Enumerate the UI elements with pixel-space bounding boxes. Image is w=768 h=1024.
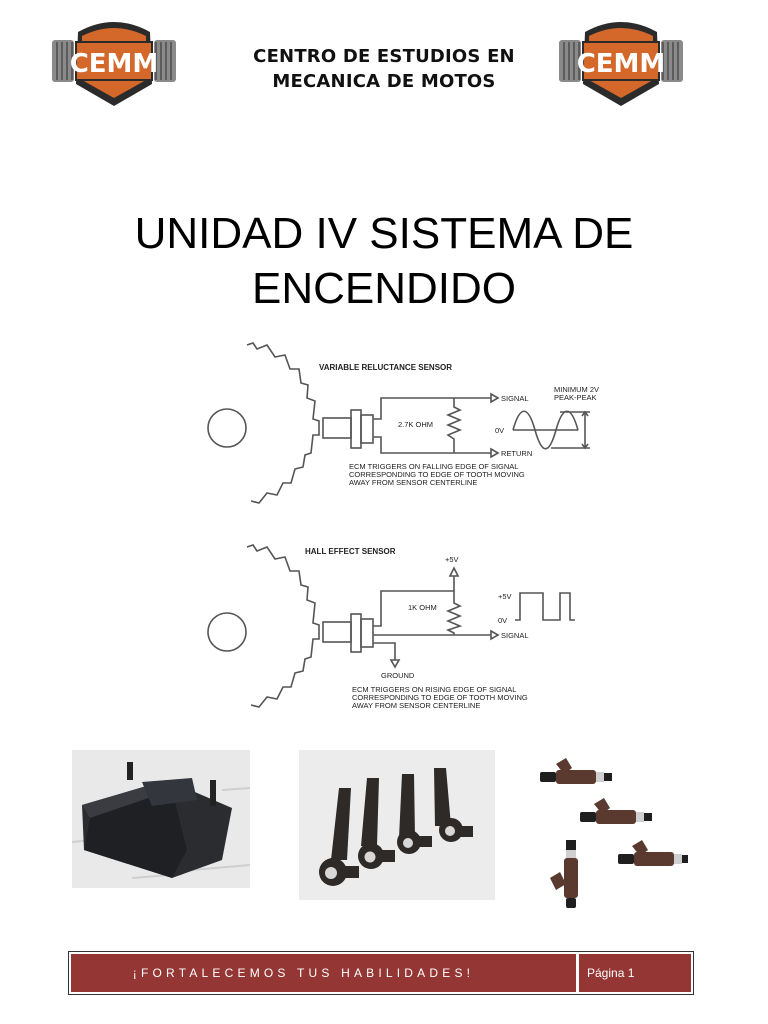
unit-title-line1: UNIDAD IV SISTEMA DE [134, 209, 634, 258]
svg-text:GROUND: GROUND [381, 671, 415, 680]
svg-text:HALL EFFECT SENSOR: HALL EFFECT SENSOR [305, 547, 396, 556]
svg-text:+5V: +5V [445, 555, 459, 564]
svg-text:ECM TRIGGERS ON FALLING EDGE O: ECM TRIGGERS ON FALLING EDGE OF SIGNAL [349, 462, 518, 471]
svg-text:2.7K OHM: 2.7K OHM [398, 420, 433, 429]
page-footer: ¡FORTALECEMOS TUS HABILIDADES! Página 1 [68, 951, 694, 995]
org-title-line1: CENTRO DE ESTUDIOS EN [253, 46, 515, 67]
svg-text:+5V: +5V [498, 592, 512, 601]
svg-text:CEMM: CEMM [577, 49, 666, 79]
svg-text:AWAY FROM SENSOR CENTERLINE: AWAY FROM SENSOR CENTERLINE [349, 478, 477, 487]
svg-text:RETURN: RETURN [501, 449, 532, 458]
injector-4 [550, 840, 578, 908]
cemm-logo-left: CEMM [52, 22, 176, 106]
svg-text:AWAY FROM SENSOR CENTERLINE: AWAY FROM SENSOR CENTERLINE [352, 701, 480, 710]
injector-2 [580, 798, 652, 824]
svg-text:ECM TRIGGERS ON RISING EDGE OF: ECM TRIGGERS ON RISING EDGE OF SIGNAL [352, 685, 516, 694]
svg-text:CORRESPONDING TO EDGE OF TOOTH: CORRESPONDING TO EDGE OF TOOTH MOVING [349, 470, 525, 479]
unit-title: UNIDAD IV SISTEMA DE ENCENDIDO [60, 206, 708, 316]
svg-text:PEAK-PEAK: PEAK-PEAK [554, 393, 597, 402]
engine-cylinder-icon [52, 40, 176, 82]
svg-text:SIGNAL: SIGNAL [501, 631, 529, 640]
svg-text:SIGNAL: SIGNAL [501, 394, 529, 403]
page-number: Página 1 [579, 954, 691, 992]
svg-text:CORRESPONDING TO EDGE OF TOOTH: CORRESPONDING TO EDGE OF TOOTH MOVING [352, 693, 528, 702]
svg-text:MINIMUM 2V: MINIMUM 2V [554, 385, 599, 394]
svg-text:0V: 0V [495, 426, 504, 435]
fuel-injectors-photo [530, 750, 690, 910]
engine-cylinder-icon [559, 40, 683, 82]
cemm-logo-right: CEMM [559, 22, 683, 106]
ecu-module-photo [72, 750, 250, 888]
unit-title-line2: ENCENDIDO [251, 264, 517, 313]
injector-1 [540, 758, 612, 784]
organization-title: CENTRO DE ESTUDIOS EN MECANICA DE MOTOS [200, 44, 568, 94]
ignition-coils-photo [299, 750, 495, 900]
svg-text:CEMM: CEMM [70, 49, 159, 79]
footer-motto: ¡FORTALECEMOS TUS HABILIDADES! [71, 954, 576, 992]
svg-text:VARIABLE RELUCTANCE SENSOR: VARIABLE RELUCTANCE SENSOR [319, 363, 452, 372]
org-title-line2: MECANICA DE MOTOS [272, 71, 496, 92]
sensor-diagram: VARIABLE RELUCTANCE SENSOR SIGNAL RETURN… [207, 342, 599, 710]
injector-3 [618, 840, 688, 866]
svg-text:0V: 0V [498, 616, 507, 625]
svg-text:1K OHM: 1K OHM [408, 603, 437, 612]
